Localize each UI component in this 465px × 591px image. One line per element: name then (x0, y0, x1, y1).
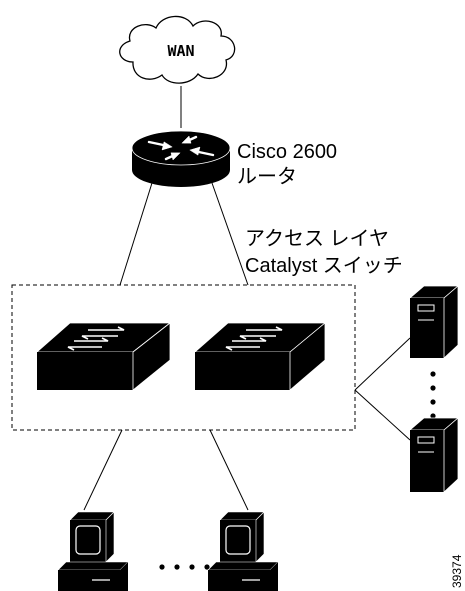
switch-icon (193, 322, 327, 391)
catalyst-switch-label: Catalyst スイッチ (245, 255, 403, 277)
link-router-switch-left (119, 182, 153, 286)
wan-label: WAN (167, 42, 194, 60)
pc-icon (57, 511, 129, 591)
wan-cloud-icon: WAN (119, 15, 236, 84)
access-layer-label: アクセス レイヤ (245, 227, 389, 250)
ellipsis-dots (430, 371, 436, 419)
router-icon (131, 130, 231, 187)
connection-lines (83, 86, 411, 511)
server-icon (408, 285, 460, 359)
link-switch-pc-left (83, 429, 123, 511)
figure-id: 39374 (450, 554, 464, 588)
link-switchgroup-server-top (354, 337, 411, 391)
switch-icon (35, 322, 172, 391)
router-model-label: Cisco 2600 (237, 141, 337, 163)
ellipsis-dots (159, 564, 210, 570)
pc-icon (207, 511, 279, 591)
access-layer-boundary (11, 284, 356, 431)
link-router-switch-right (211, 182, 249, 286)
link-switch-pc-right (209, 429, 249, 511)
link-switchgroup-server-bottom (354, 389, 411, 441)
server-icon (408, 417, 460, 493)
router-kind-label: ルータ (237, 165, 297, 188)
